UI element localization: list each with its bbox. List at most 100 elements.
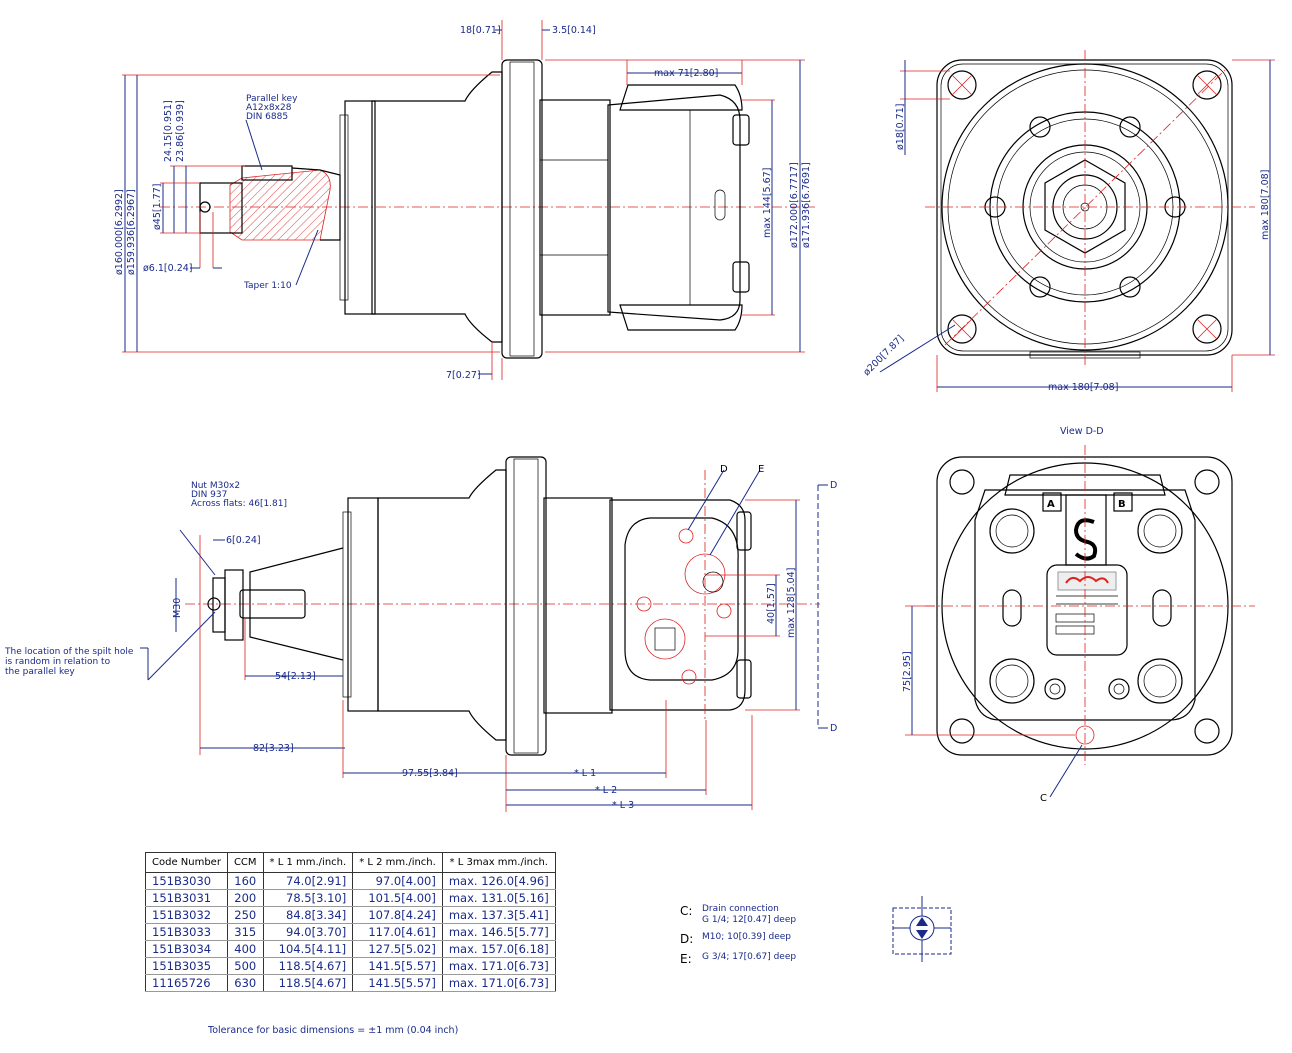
dim-shaft-len: 54[2.13] <box>275 671 316 682</box>
table-cell: max. 171.0[6.73] <box>441 957 556 975</box>
dim-max-h-side: max 128[5.04] <box>786 568 797 638</box>
dim-pilot-b: ø159.936[6.2967] <box>126 189 137 275</box>
dim-flange-step: 7[0.27] <box>446 370 481 381</box>
conn-d-1: M10; 10[0.39] deep <box>702 932 791 942</box>
conn-c-2: G 1/4; 12[0.47] deep <box>702 915 797 925</box>
table-cell: 141.5[5.57] <box>352 957 443 975</box>
dim-shaft-dia: ø45[1.77] <box>152 184 163 230</box>
table-cell: 630 <box>226 974 264 992</box>
dim-max-len: max 71[2.80] <box>654 68 718 79</box>
table-cell: 107.8[4.24] <box>352 906 443 924</box>
front-view: ø18[0.71] ø200[7.87] max 180[7.08] max 1… <box>861 50 1275 393</box>
dim-thread: M30 <box>172 598 183 618</box>
table-cell: 127.5[5.02] <box>352 940 443 958</box>
dim-key-h-a: 24.15[0.951] <box>163 100 174 162</box>
dim-max-h: max 144[5.67] <box>762 168 773 238</box>
table-cell: 117.0[4.61] <box>352 923 443 941</box>
table-cell: 151B3035 <box>145 957 228 975</box>
table-cell: max. 131.0[5.16] <box>441 889 556 907</box>
col-l2: * L 2 mm./inch. <box>352 852 443 873</box>
conn-e-1: G 3/4; 17[0.67] deep <box>702 952 797 962</box>
conn-d-key: D: <box>680 932 694 946</box>
dim-wash: 6[0.24] <box>226 535 261 546</box>
table-cell: 500 <box>226 957 264 975</box>
table-cell: max. 137.3[5.41] <box>441 906 556 924</box>
table-cell: 118.5[4.67] <box>262 957 354 975</box>
table-cell: 74.0[2.91] <box>262 872 354 890</box>
side-view: Nut M30x2 DIN 937 Across flats: 46[1.81]… <box>4 456 837 812</box>
dim-body-b: ø171.936[6.7691] <box>801 162 812 248</box>
table-cell: 250 <box>226 906 264 924</box>
table-cell: 315 <box>226 923 264 941</box>
table-cell: 11165726 <box>145 974 228 992</box>
note-nut-1: Nut M30x2 <box>191 481 240 491</box>
conn-c-key: C: <box>680 904 693 918</box>
dim-max-w: max 180[7.08] <box>1048 382 1118 393</box>
dim-hole-dia: ø6.1[0.24] <box>143 263 193 274</box>
note-split-3: the parallel key <box>5 667 75 677</box>
note-key-title: Parallel key <box>246 94 298 104</box>
note-key-std: DIN 6885 <box>246 112 288 122</box>
note-nut-2: DIN 937 <box>191 490 227 500</box>
tolerance-note: Tolerance for basic dimensions = ±1 mm (… <box>208 1025 459 1036</box>
dim-body-a: ø172.000[6.7717] <box>789 162 800 248</box>
table-cell: 84.8[3.34] <box>262 906 354 924</box>
label-l3: * L 3 <box>612 800 634 811</box>
port-b: B <box>1118 499 1126 510</box>
table-cell: max. 157.0[6.18] <box>441 940 556 958</box>
dim-75: 75[2.95] <box>902 651 913 692</box>
dim-pilot-a: ø160.000[6.2992] <box>114 189 125 275</box>
dim-hole: ø18[0.71] <box>895 104 906 150</box>
table-cell: 200 <box>226 889 264 907</box>
dim-key-h-b: 23.86[0.939] <box>175 100 186 162</box>
dim-port-sep: 40[1.57] <box>766 583 777 624</box>
note-taper: Taper 1:10 <box>243 281 292 291</box>
port-a: A <box>1047 499 1055 510</box>
connection-notes: C: Drain connection G 1/4; 12[0.47] deep… <box>680 904 796 972</box>
note-nut-3: Across flats: 46[1.81] <box>191 499 287 509</box>
label-c: C <box>1040 793 1047 804</box>
table-cell: 97.0[4.00] <box>352 872 443 890</box>
dim-step: 3.5[0.14] <box>552 25 596 36</box>
table-cell: 151B3032 <box>145 906 228 924</box>
dim-ref-len: 97.55[3.84] <box>402 768 458 779</box>
table-cell: 104.5[4.11] <box>262 940 354 958</box>
view-dd-title: View D-D <box>1060 426 1104 437</box>
table-cell: 151B3030 <box>145 872 228 890</box>
col-l1: * L 1 mm./inch. <box>262 852 354 873</box>
table-cell: 151B3033 <box>145 923 228 941</box>
table-cell: 94.0[3.70] <box>262 923 354 941</box>
label-l2: * L 2 <box>595 785 617 796</box>
conn-e-key: E: <box>680 952 692 966</box>
note-split-1: The location of the spilt hole <box>4 647 134 657</box>
table-cell: max. 146.5[5.77] <box>441 923 556 941</box>
label-d-bottom: D <box>830 723 837 734</box>
table-cell: 118.5[4.67] <box>262 974 354 992</box>
label-e: E <box>758 464 764 475</box>
note-split-2: is random in relation to <box>5 657 111 667</box>
note-key-size: A12x8x28 <box>246 103 292 113</box>
table-cell: 101.5[4.00] <box>352 889 443 907</box>
motor-symbol <box>892 896 952 962</box>
specs-table: Code Number CCM * L 1 mm./inch. * L 2 mm… <box>145 852 556 992</box>
col-l3: * L 3max mm./inch. <box>441 852 556 873</box>
col-code: Code Number <box>145 852 228 873</box>
dim-bolt-circle: ø200[7.87] <box>861 333 906 378</box>
back-view: View D-D A B <box>902 426 1255 804</box>
table-cell: 78.5[3.10] <box>262 889 354 907</box>
table-cell: 400 <box>226 940 264 958</box>
label-d-top: D <box>830 480 837 491</box>
dim-total-shaft: 82[3.23] <box>253 743 294 754</box>
top-view: 18[0.71] 3.5[0.14] max 71[2.80] ø160.000… <box>114 20 815 381</box>
col-ccm: CCM <box>226 852 264 873</box>
dim-flange-thk: 18[0.71] <box>460 25 501 36</box>
dim-max-h-front: max 180[7.08] <box>1260 170 1271 240</box>
